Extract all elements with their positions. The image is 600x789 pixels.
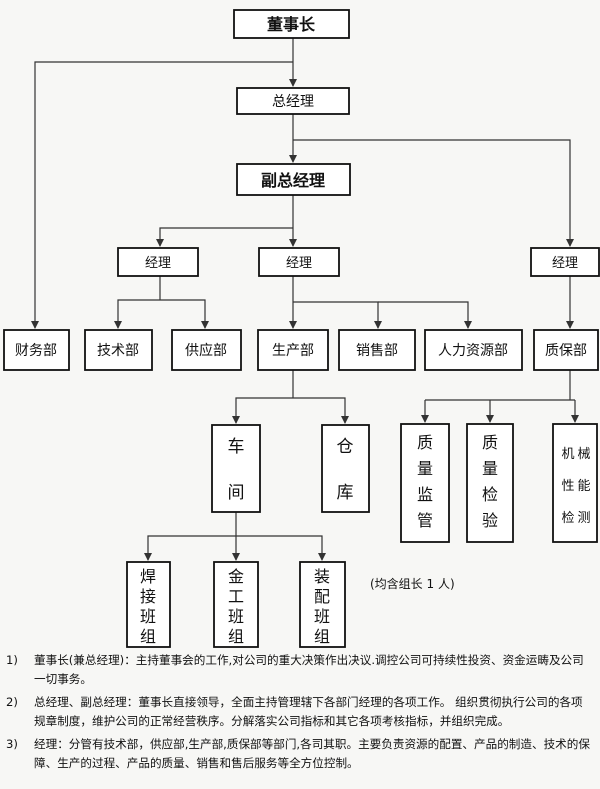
node-manager-mid: 经理 xyxy=(258,247,340,277)
node-hr: 人力资源部 xyxy=(424,329,523,371)
node-label-char: 能 xyxy=(577,479,590,494)
node-label-char: 班 xyxy=(314,607,330,626)
note-item: 2) 总经理、副总经理：董事长直接领导，全面主持管理辖下各部门经理的各项工作。 … xyxy=(6,693,594,731)
node-workshop: 车 间 xyxy=(211,424,261,513)
node-label-char: 检 xyxy=(561,511,574,526)
node-label: 人力资源部 xyxy=(438,343,508,359)
node-label-char: 班 xyxy=(228,607,244,626)
node-qc-inspect: 质 量 检 验 xyxy=(466,423,514,543)
note-number: 3) xyxy=(6,737,18,751)
node-label-char: 测 xyxy=(577,511,590,526)
node-label-char: 性 xyxy=(561,479,574,494)
node-label-char: 组 xyxy=(140,627,156,646)
node-label: 副总经理 xyxy=(261,171,325,190)
node-label-char: 车 xyxy=(228,437,245,457)
node-label: 董事长 xyxy=(267,15,316,34)
node-label-char: 接 xyxy=(140,587,156,606)
node-label-char: 班 xyxy=(140,607,156,626)
note-number: 2) xyxy=(6,695,18,709)
note-number: 1) xyxy=(6,653,18,667)
node-label-char: 配 xyxy=(314,587,330,606)
node-label: 技术部 xyxy=(97,343,139,359)
node-label-char: 管 xyxy=(417,511,433,530)
connectors xyxy=(31,38,579,561)
node-label-char: 量 xyxy=(482,459,498,478)
node-label-char: 库 xyxy=(337,483,354,503)
node-metal-team: 金 工 班 组 xyxy=(213,561,259,648)
node-label-char: 金 xyxy=(228,567,244,586)
node-label: 销售部 xyxy=(356,343,398,359)
node-label-char: 间 xyxy=(228,483,245,503)
node-label: 质保部 xyxy=(545,343,587,359)
node-label: 经理 xyxy=(552,256,578,271)
node-label-char: 监 xyxy=(417,485,433,504)
org-chart: 董事长 总经理 副总经理 经理 经理 经理 财务部 技术部 供应部 生产部 销售… xyxy=(3,9,600,648)
node-supply: 供应部 xyxy=(171,329,242,371)
note-text: 总经理、副总经理：董事长直接领导，全面主持管理辖下各部门经理的各项工作。 组织贯… xyxy=(34,695,583,728)
node-label-char: 仓 xyxy=(337,437,354,457)
node-label-char: 质 xyxy=(482,433,498,452)
node-label-char: 械 xyxy=(577,447,590,462)
node-label-char: 组 xyxy=(228,627,244,646)
node-weld-team: 焊 接 班 组 xyxy=(126,561,171,648)
node-deputy-gm: 副总经理 xyxy=(236,163,351,196)
node-label-char: 组 xyxy=(314,627,330,646)
node-qc-monitor: 质 量 监 管 xyxy=(400,423,450,543)
node-finance: 财务部 xyxy=(3,329,70,371)
node-label-char: 工 xyxy=(228,587,244,606)
node-manager-right: 经理 xyxy=(530,247,600,277)
node-manager-left: 经理 xyxy=(117,247,199,277)
note-text: 经理：分管有技术部，供应部,生产部,质保部等部门,各司其职。主要负责资源的配置、… xyxy=(34,737,590,770)
node-sales: 销售部 xyxy=(338,329,416,371)
node-label: 生产部 xyxy=(272,343,314,359)
role-notes: 1) 董事长(兼总经理)：主持董事会的工作,对公司的重大决策作出决议.调控公司可… xyxy=(6,651,594,777)
node-mech-test: 机 械 性 能 检 测 xyxy=(552,423,598,543)
node-chairman: 董事长 xyxy=(233,9,350,39)
node-label-char: 机 xyxy=(561,447,574,462)
node-label: 经理 xyxy=(286,256,312,271)
node-assembly-team: 装 配 班 组 xyxy=(299,561,346,648)
node-label-char: 验 xyxy=(482,511,498,530)
node-tech: 技术部 xyxy=(84,329,153,371)
node-quality: 质保部 xyxy=(533,329,599,371)
node-gm: 总经理 xyxy=(236,87,350,115)
note-text: 董事长(兼总经理)：主持董事会的工作,对公司的重大决策作出决议.调控公司可持续性… xyxy=(34,653,584,686)
node-label-char: 检 xyxy=(482,485,498,504)
node-label-char: 装 xyxy=(314,567,330,586)
node-label-char: 焊 xyxy=(140,567,156,586)
team-leader-footnote: (均含组长 1 人) xyxy=(370,577,455,591)
node-production: 生产部 xyxy=(257,329,329,371)
node-label: 经理 xyxy=(145,256,171,271)
node-label-char: 质 xyxy=(417,433,433,452)
node-label: 供应部 xyxy=(185,342,227,359)
note-item: 3) 经理：分管有技术部，供应部,生产部,质保部等部门,各司其职。主要负责资源的… xyxy=(6,735,594,773)
node-label-char: 量 xyxy=(417,459,433,478)
node-label: 财务部 xyxy=(15,343,57,359)
node-label: 总经理 xyxy=(272,94,314,110)
node-warehouse: 仓 库 xyxy=(321,424,370,513)
note-item: 1) 董事长(兼总经理)：主持董事会的工作,对公司的重大决策作出决议.调控公司可… xyxy=(6,651,594,689)
